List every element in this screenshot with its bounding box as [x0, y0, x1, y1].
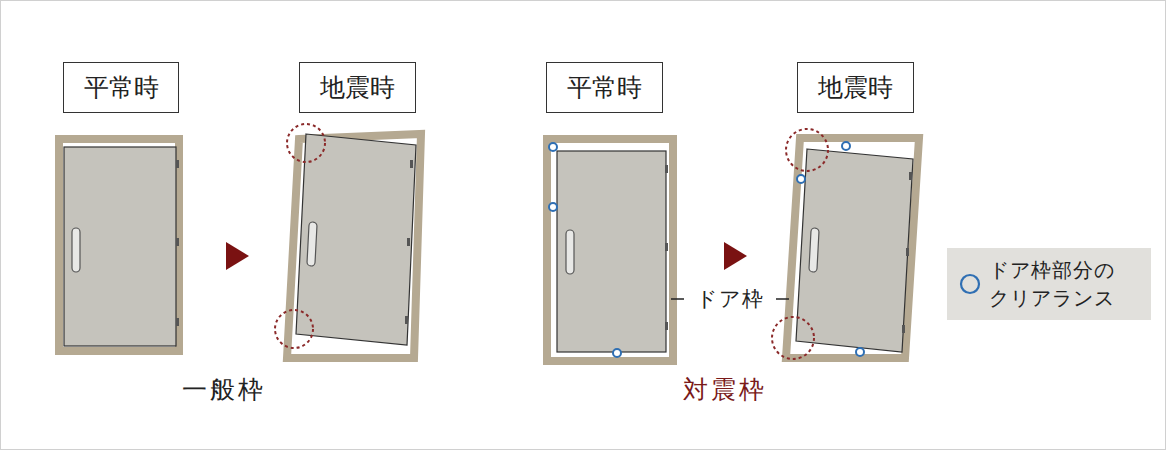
- title-box: 地震時: [299, 62, 416, 113]
- frame-type-label: 一般枠: [182, 373, 266, 406]
- title-text: 地震時: [818, 71, 893, 104]
- legend-box: ドア枠部分の クリアランス: [947, 248, 1151, 320]
- title-text: 地震時: [320, 71, 395, 104]
- frame-type-label: 対震枠: [683, 373, 767, 406]
- legend-text: ドア枠部分の クリアランス: [989, 256, 1139, 312]
- title-text: 平常時: [84, 71, 159, 104]
- title-box: 平常時: [63, 62, 179, 113]
- title-box: 平常時: [546, 62, 663, 113]
- part-label: ドア枠: [694, 285, 766, 313]
- legend-symbol: [957, 271, 983, 297]
- title-text: 平常時: [567, 71, 642, 104]
- title-box: 地震時: [797, 62, 914, 113]
